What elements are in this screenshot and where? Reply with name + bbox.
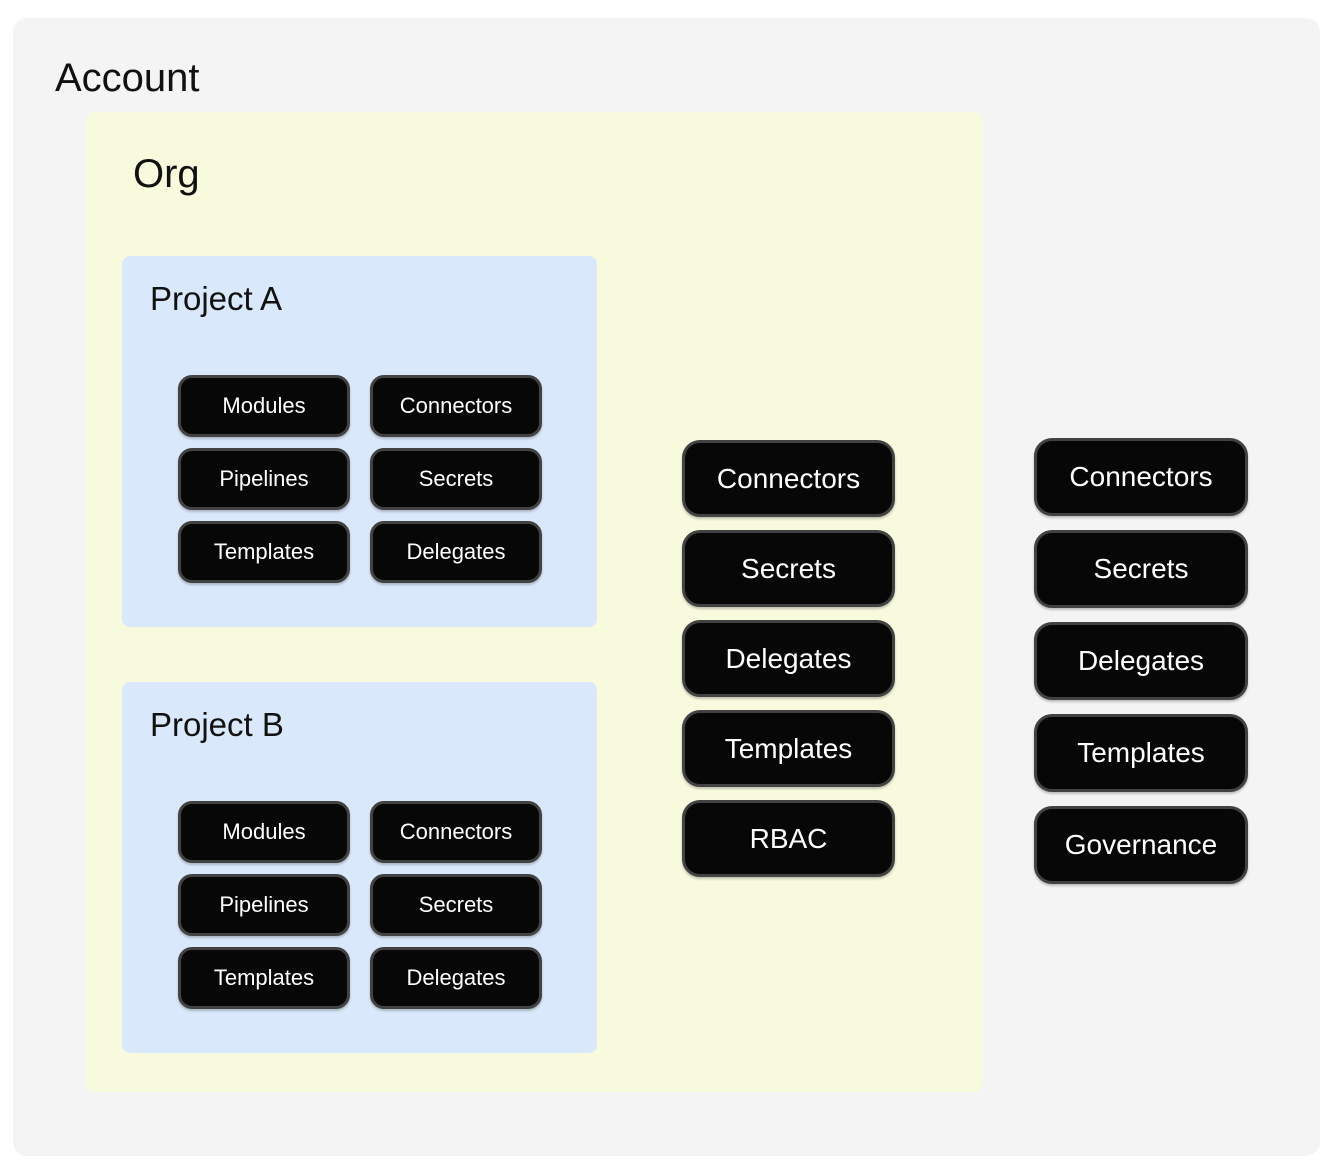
project-a-pill-templates: Templates	[178, 521, 350, 583]
project-b-pill-delegates: Delegates	[370, 947, 542, 1009]
project-a-title: Project A	[150, 280, 283, 317]
org-pill-column: Connectors Secrets Delegates Templates R…	[682, 440, 895, 877]
project-a-pill-delegates: Delegates	[370, 521, 542, 583]
project-a-pill-pipelines: Pipelines	[178, 448, 350, 510]
project-b-pill-pipelines: Pipelines	[178, 874, 350, 936]
project-b-container: Project B Modules Connectors Pipelines S…	[122, 682, 597, 1053]
account-pill-templates: Templates	[1034, 714, 1248, 792]
org-title: Org	[133, 152, 200, 196]
org-pill-secrets: Secrets	[682, 530, 895, 607]
project-b-pill-connectors: Connectors	[370, 801, 542, 863]
project-b-pill-grid: Modules Connectors Pipelines Secrets Tem…	[178, 801, 542, 1009]
project-a-pill-secrets: Secrets	[370, 448, 542, 510]
account-pill-delegates: Delegates	[1034, 622, 1248, 700]
project-b-title: Project B	[150, 706, 284, 743]
org-container: Org Project A Modules Connectors Pipelin…	[86, 112, 983, 1092]
account-pill-connectors: Connectors	[1034, 438, 1248, 516]
org-pill-templates: Templates	[682, 710, 895, 787]
org-pill-rbac: RBAC	[682, 800, 895, 877]
account-pill-column: Connectors Secrets Delegates Templates G…	[1034, 438, 1248, 884]
org-pill-delegates: Delegates	[682, 620, 895, 697]
project-a-pill-connectors: Connectors	[370, 375, 542, 437]
project-a-container: Project A Modules Connectors Pipelines S…	[122, 256, 597, 627]
account-pill-governance: Governance	[1034, 806, 1248, 884]
project-b-pill-templates: Templates	[178, 947, 350, 1009]
project-a-pill-modules: Modules	[178, 375, 350, 437]
org-pill-connectors: Connectors	[682, 440, 895, 517]
account-pill-secrets: Secrets	[1034, 530, 1248, 608]
account-container: Account Org Project A Modules Connectors…	[13, 18, 1320, 1156]
project-b-pill-secrets: Secrets	[370, 874, 542, 936]
project-b-pill-modules: Modules	[178, 801, 350, 863]
account-title: Account	[55, 56, 200, 100]
project-a-pill-grid: Modules Connectors Pipelines Secrets Tem…	[178, 375, 542, 583]
